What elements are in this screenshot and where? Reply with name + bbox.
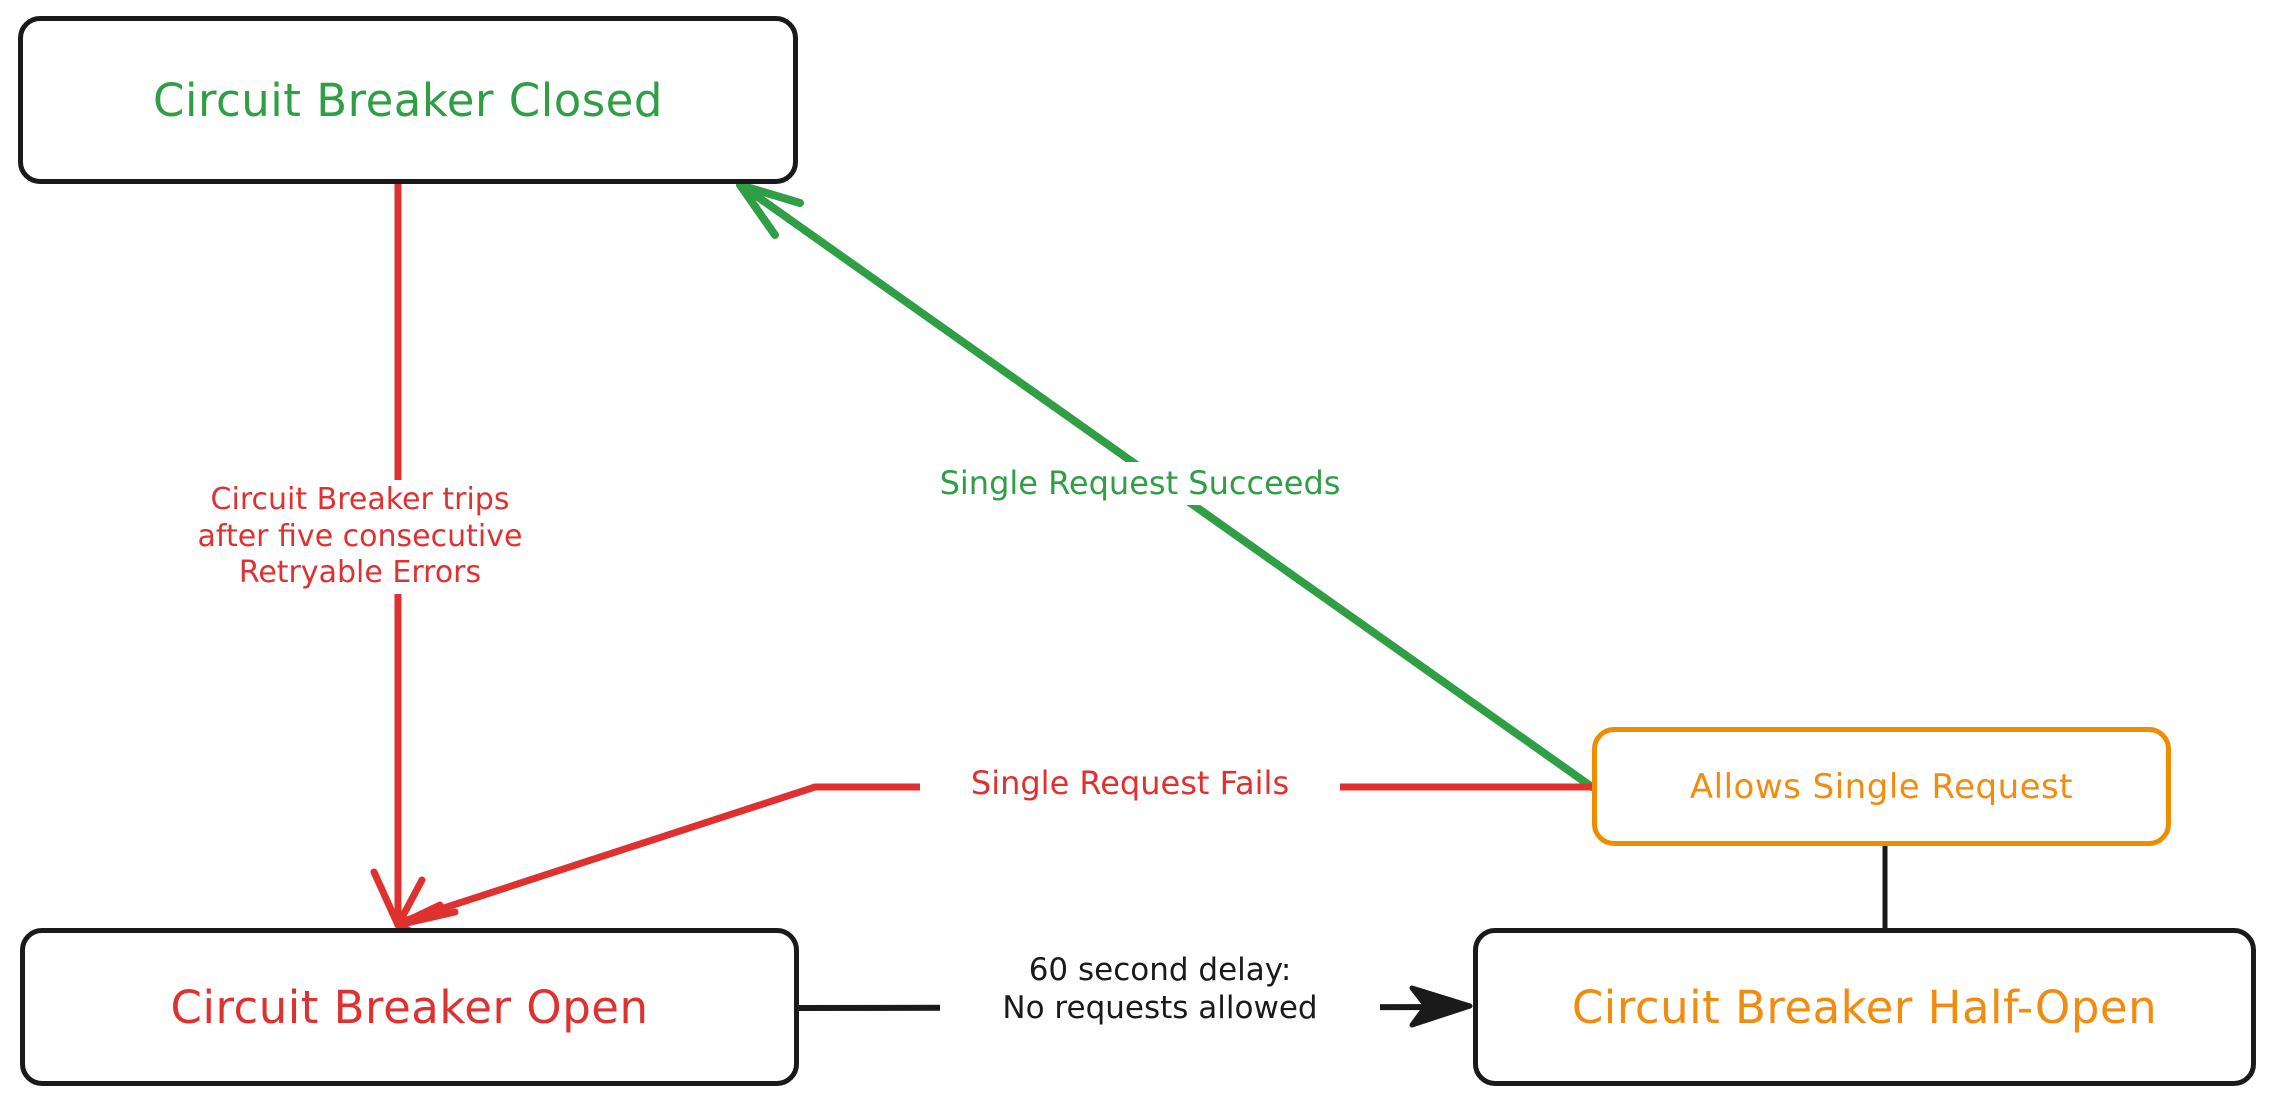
node-allows-single-request[interactable]: Allows Single Request	[1592, 727, 2171, 846]
edge-label-60-second-delay: 60 second delay: No requests allowed	[940, 950, 1380, 1030]
node-label-circuit-breaker-closed: Circuit Breaker Closed	[153, 73, 663, 127]
node-circuit-breaker-closed[interactable]: Circuit Breaker Closed	[18, 16, 798, 184]
edge-label-circuit-breaker-trips: Circuit Breaker trips after five consecu…	[150, 480, 570, 594]
edge-label-single-request-fails: Single Request Fails	[920, 762, 1340, 806]
node-label-circuit-breaker-half-open: Circuit Breaker Half-Open	[1571, 980, 2158, 1034]
node-circuit-breaker-half-open[interactable]: Circuit Breaker Half-Open	[1473, 928, 2256, 1086]
edge-allows-to-open	[394, 783, 1596, 949]
node-label-circuit-breaker-open: Circuit Breaker Open	[170, 980, 649, 1034]
node-circuit-breaker-open[interactable]: Circuit Breaker Open	[20, 928, 799, 1086]
node-label-allows-single-request: Allows Single Request	[1689, 766, 2074, 807]
edge-label-single-request-succeeds: Single Request Succeeds	[900, 462, 1380, 506]
